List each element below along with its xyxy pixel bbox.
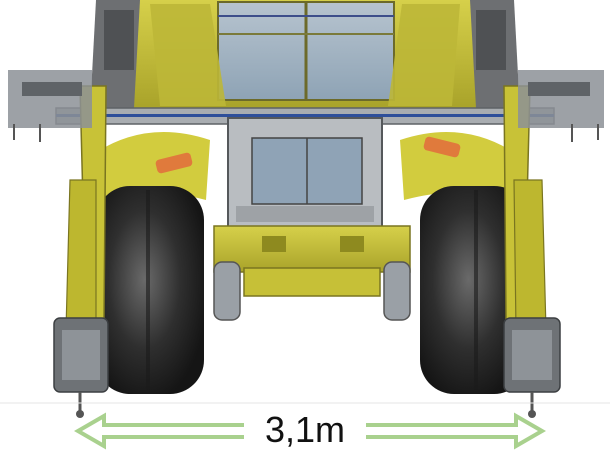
left-tire [96, 186, 204, 394]
axle-carrier [213, 225, 411, 297]
right-tire [420, 186, 528, 394]
right-leg [503, 85, 561, 418]
center-housing [227, 117, 383, 229]
dimension-arrow-right [362, 412, 547, 450]
dimension-arrow-left [73, 412, 258, 450]
left-leg [53, 85, 109, 418]
track-width-label: 3,1m [244, 407, 366, 453]
inner-wheels [213, 261, 411, 321]
left-arm [8, 70, 92, 142]
right-arm [518, 70, 604, 142]
orange-parts [155, 136, 461, 174]
cabin [90, 0, 520, 112]
